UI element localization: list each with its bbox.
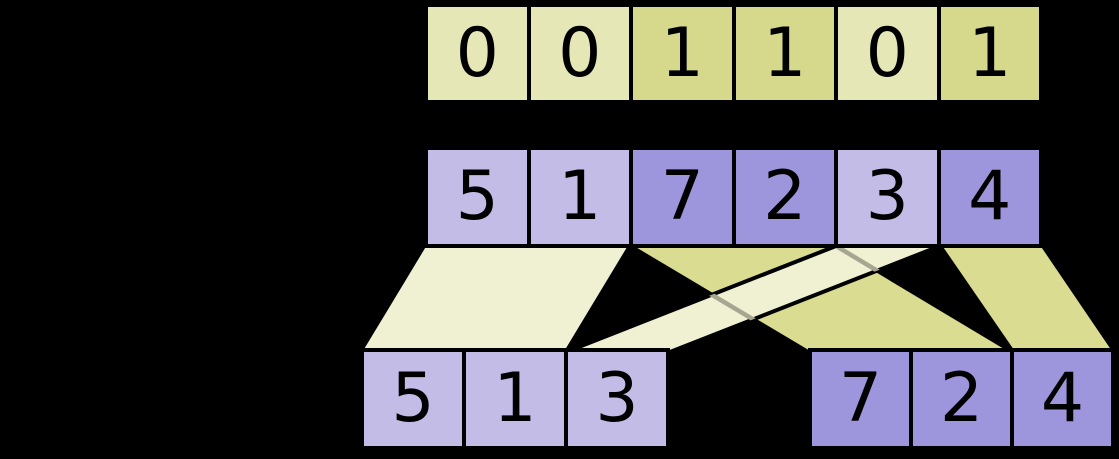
- band-input-5-1-to-left: [356, 244, 634, 354]
- input-row-cell-2: 7: [633, 150, 732, 244]
- input-row-cell-3: 2: [735, 150, 834, 244]
- input-row-cell-4: 3: [838, 150, 937, 244]
- input-row-cell-5: 4: [940, 150, 1039, 244]
- flags-row-cell-1: 0: [530, 7, 629, 100]
- input-row-cell-0: 5: [428, 150, 527, 244]
- input-row-cell-1: 1: [530, 150, 629, 244]
- flags-row-cell-4: 0: [838, 7, 937, 100]
- flags-row-cell-2: 1: [633, 7, 732, 100]
- output-left-row-cell-0: 5: [364, 352, 462, 446]
- flags-row-cell-3: 1: [735, 7, 834, 100]
- output-right-row-cell-2: 4: [1014, 352, 1111, 446]
- output-right-row-cell-1: 2: [913, 352, 1010, 446]
- output-right-row-cell-0: 7: [812, 352, 909, 446]
- flags-row-cell-0: 0: [428, 7, 527, 100]
- flags-row-cell-5: 1: [940, 7, 1039, 100]
- output-left-row-cell-1: 1: [466, 352, 564, 446]
- output-left-row-cell-2: 3: [568, 352, 666, 446]
